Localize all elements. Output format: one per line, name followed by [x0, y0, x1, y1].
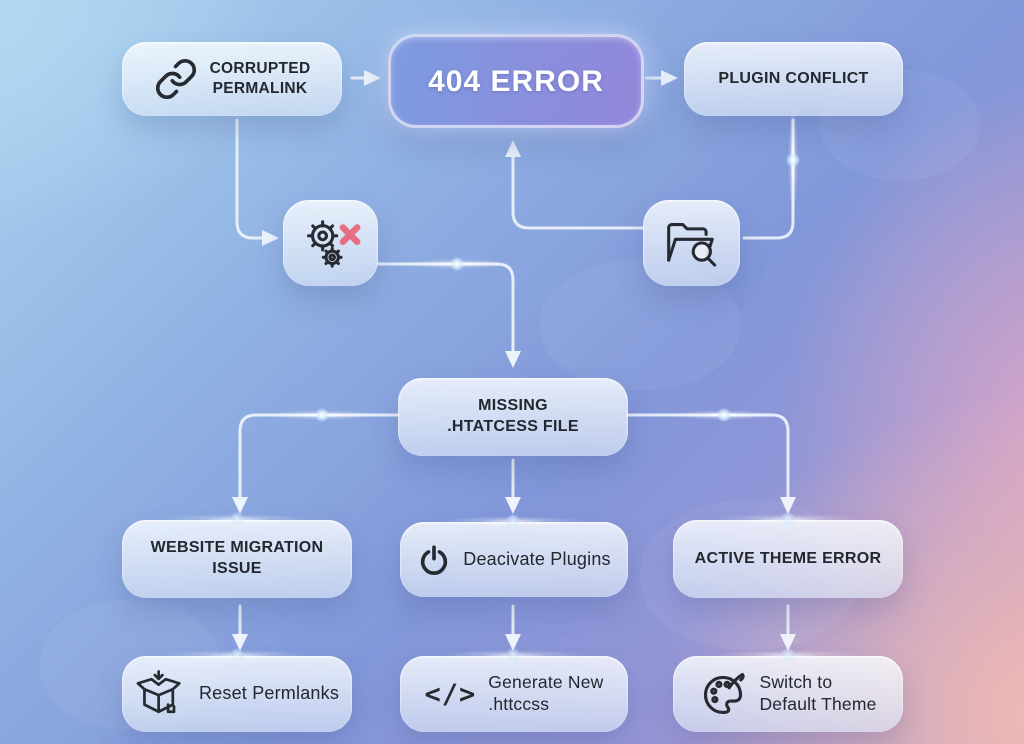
node-generate-htaccess: </> Generate New .httccss	[400, 656, 628, 732]
connector-missing-to-theme	[626, 413, 790, 499]
node-label: CORRUPTED PERMALINK	[209, 59, 311, 97]
folder-search-icon	[666, 223, 716, 267]
arrowhead-down	[505, 634, 521, 651]
arrowhead-down	[232, 634, 248, 651]
arrowhead-down	[780, 497, 796, 514]
node-label: Switch to Default Theme	[759, 672, 877, 714]
node-label: 404 ERROR	[428, 64, 604, 98]
node-label: Generate New .httccss	[488, 672, 604, 714]
node-label: MISSING .HTATCESS FILE	[447, 397, 579, 435]
arrowhead-right	[364, 70, 381, 86]
node-switch-default-theme: Switch to Default Theme	[673, 656, 903, 732]
node-404-error: 404 ERROR	[388, 34, 644, 128]
node-reset-permalinks: Reset Permlanks	[122, 656, 352, 732]
arrowhead-right	[661, 70, 678, 86]
node-label: WEBSITE MIGRATION ISSUE	[150, 539, 324, 577]
node-website-migration: WEBSITE MIGRATION ISSUE	[122, 520, 352, 598]
connector-plugin-to-folder	[742, 118, 795, 240]
node-settings-failure	[283, 200, 378, 286]
lens-flare	[788, 105, 798, 215]
arrowhead-down	[232, 497, 248, 514]
connector-corrupted-to-gear	[235, 118, 264, 240]
connector-folder-to-404	[511, 155, 645, 230]
node-missing-htaccess: MISSING .HTATCESS FILE	[398, 378, 628, 456]
arrowhead-up	[505, 140, 521, 157]
node-deactivate-plugins: Deacivate Plugins	[400, 522, 628, 597]
node-plugin-conflict: PLUGIN CONFLICT	[684, 42, 903, 116]
gear-with-x-icon	[306, 220, 360, 268]
node-label: PLUGIN CONFLICT	[718, 69, 869, 87]
arrowhead-down	[780, 634, 796, 651]
package-open-icon	[136, 670, 181, 714]
palette-icon	[704, 673, 746, 715]
arrowhead-down	[505, 351, 521, 368]
node-corrupted-permalink: CORRUPTED PERMALINK	[122, 42, 342, 116]
node-label: Reset Permlanks	[198, 683, 340, 704]
connector-missing-to-migration	[238, 413, 400, 499]
lens-flare	[669, 410, 779, 420]
lens-flare	[267, 410, 377, 420]
node-file-search	[643, 200, 740, 286]
node-label: Deacivate Plugins	[463, 548, 611, 569]
node-label: ACTIVE THEME ERROR	[694, 549, 882, 567]
connector-gear-to-missing	[376, 262, 515, 353]
lens-flare	[402, 259, 512, 269]
arrowhead-down	[505, 497, 521, 514]
chain-link-icon	[155, 58, 196, 100]
code-icon: </>	[424, 678, 477, 710]
arrowhead-right	[262, 230, 279, 246]
power-icon	[421, 544, 448, 575]
node-active-theme-error: ACTIVE THEME ERROR	[673, 520, 903, 598]
